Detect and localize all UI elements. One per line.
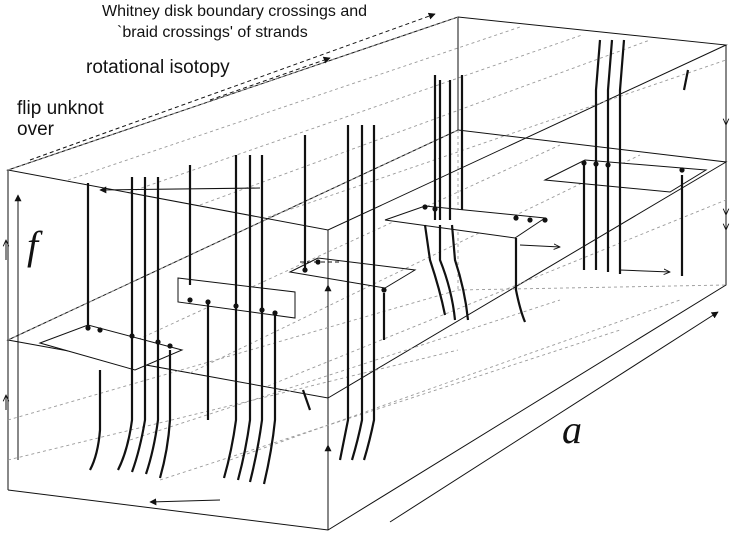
a-axis-arrow — [389, 311, 719, 523]
top-dashed-arrows — [29, 12, 436, 161]
a-axis-label: a — [562, 407, 582, 452]
flip-unknot-label-line1: flip unknot — [17, 98, 104, 119]
whitney-label-line2: `braid crossings' of strands — [117, 24, 308, 41]
edge-arrows — [99, 186, 670, 506]
whitney-label-line1: Whitney disk boundary crossings and — [102, 3, 368, 20]
crossing-dots — [85, 160, 685, 349]
dashed-guides — [7, 16, 727, 481]
rotational-isotopy-label: rotational isotopy — [86, 57, 230, 78]
strands — [86, 39, 690, 485]
flip-unknot-label-line2: over — [17, 119, 54, 140]
f-axis-arrows — [6, 110, 726, 470]
f-axis-label: f — [27, 223, 39, 268]
